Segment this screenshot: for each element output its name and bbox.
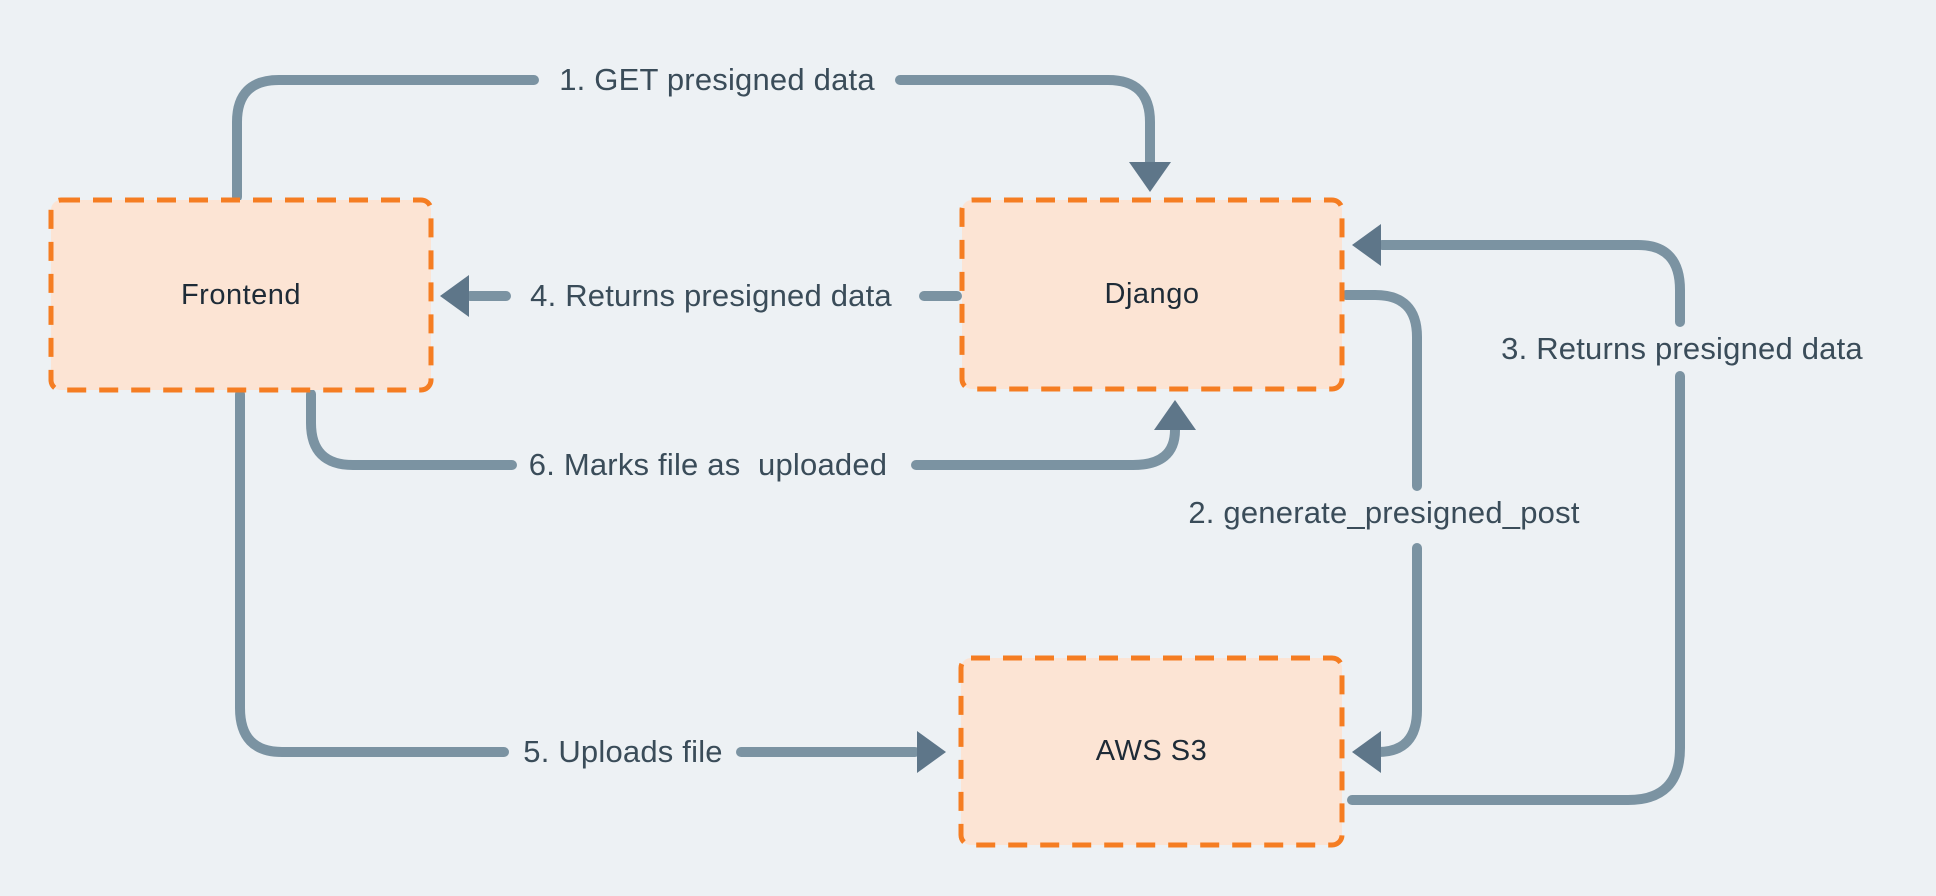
edge-5 (235, 389, 946, 773)
edge-5-line-left (235, 389, 509, 757)
arrowhead-left-icon (1352, 731, 1381, 773)
edge-6-line-right (911, 425, 1180, 470)
edge-6-label: 6. Marks file as uploaded (528, 447, 888, 482)
edge-6-line-left (306, 389, 517, 470)
node-aws-s3: AWS S3 (958, 655, 1345, 848)
edge-4 (440, 275, 962, 317)
arrowhead-right-icon (917, 731, 946, 773)
node-django-border (959, 197, 1345, 392)
node-frontend: Frontend (48, 197, 434, 393)
edge-2-label: 2. generate_presigned_post (1188, 495, 1580, 530)
edge-3-line-top (1377, 240, 1685, 327)
edge-2-line-bottom (1373, 543, 1422, 757)
edge-5-label: 5. Uploads file (523, 734, 723, 769)
node-frontend-border (48, 197, 434, 393)
node-frontend-label: Frontend (180, 278, 302, 311)
edge-1-label: 1. GET presigned data (559, 62, 875, 97)
edge-1 (232, 75, 1171, 202)
edge-2-line-top (1341, 290, 1422, 491)
arrowhead-down-icon (1129, 162, 1171, 192)
edge-3-label: 3. Returns presigned data (1501, 331, 1863, 366)
edge-4-label: 4. Returns presigned data (530, 278, 892, 313)
edge-3-line-bottom (1347, 371, 1685, 805)
node-django-label: Django (1104, 278, 1200, 310)
edge-1-line-left (232, 75, 539, 202)
edge-3 (1347, 224, 1685, 805)
arrowhead-left-icon (1352, 224, 1381, 266)
node-django: Django (959, 197, 1345, 392)
node-aws-s3-label: AWS S3 (1095, 735, 1208, 767)
edge-6 (306, 389, 1196, 470)
edge-2 (1341, 290, 1422, 773)
node-aws-s3-border (958, 655, 1345, 848)
arrowhead-left-icon (440, 275, 469, 317)
edge-1-line-right (895, 75, 1155, 167)
arrowhead-up-icon (1154, 400, 1196, 430)
